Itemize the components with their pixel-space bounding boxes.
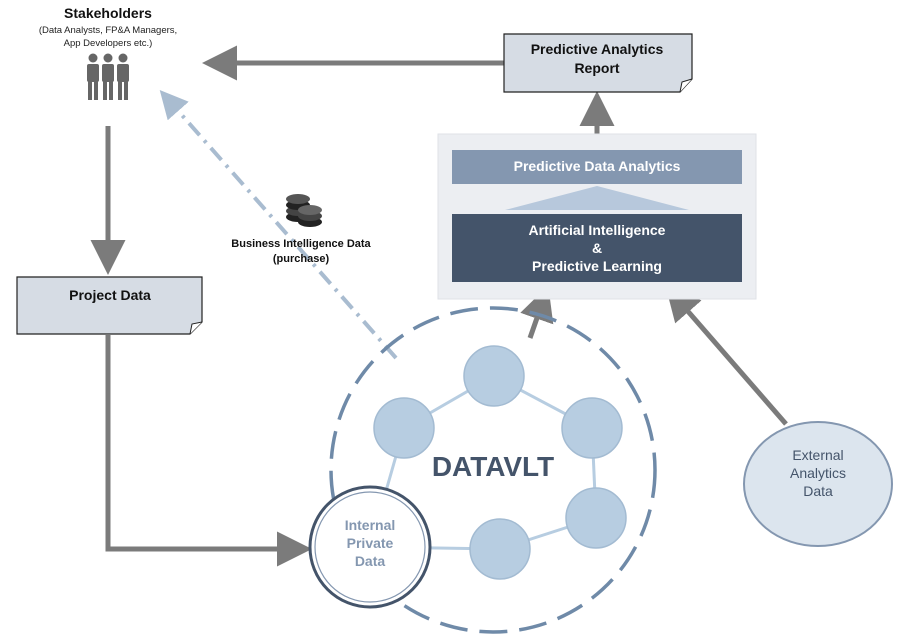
arrow-project-to-internal: [105, 335, 312, 567]
report-title-line1: Predictive Analytics: [531, 41, 664, 57]
stakeholders-subtitle-line2: App Developers etc.): [64, 38, 153, 49]
arrow-datavlt-to-ai: [520, 285, 554, 339]
internal-line1: Internal: [345, 517, 396, 533]
stakeholders-group: Stakeholders (Data Analysts, FP&A Manage…: [39, 5, 177, 100]
ai-line1: Artificial Intelligence: [529, 222, 666, 238]
bi-data-group: Business Intelligence Data (purchase): [231, 194, 372, 265]
internal-line3: Data: [355, 553, 386, 569]
external-line2: Analytics: [790, 465, 846, 481]
bi-data-line2: (purchase): [273, 253, 330, 265]
report-title-line2: Report: [574, 60, 619, 76]
predictive-data-analytics-label: Predictive Data Analytics: [514, 158, 681, 174]
project-data-box: Project Data: [16, 276, 203, 335]
stakeholders-title: Stakeholders: [64, 5, 152, 21]
external-line3: Data: [803, 483, 833, 499]
bi-data-line1: Business Intelligence Data: [231, 238, 371, 250]
data-node-1: [373, 397, 435, 459]
project-data-label: Project Data: [69, 287, 151, 303]
datavlt-dashed-ring: [329, 306, 657, 634]
external-line1: External: [792, 447, 843, 463]
people-group-icon: [87, 53, 129, 100]
datavlt-network: DATAVLT: [329, 306, 657, 634]
ai-line3: Predictive Learning: [532, 258, 662, 274]
internal-line2: Private: [347, 535, 394, 551]
external-analytics-data-node: External Analytics Data: [743, 421, 893, 547]
arrows: [90, 45, 788, 567]
data-node-2: [463, 345, 525, 407]
analytics-triangle: [505, 186, 689, 210]
arrow-external-to-ai: [665, 285, 788, 426]
stakeholders-subtitle-line1: (Data Analysts, FP&A Managers,: [39, 25, 177, 36]
arrow-bi-data-to-stakeholders: [159, 89, 398, 360]
ai-predictive-learning-box: [452, 214, 742, 282]
predictive-data-analytics-bar: [452, 150, 742, 184]
internal-private-data-node: Internal Private Data: [308, 485, 432, 609]
data-node-3: [561, 397, 623, 459]
data-node-4: [565, 487, 627, 549]
analytics-panel: Predictive Data Analytics Artificial Int…: [437, 133, 757, 300]
coins-stack-icon: [286, 194, 322, 227]
datavlt-label: DATAVLT: [432, 451, 554, 482]
data-node-5: [469, 518, 531, 580]
predictive-analytics-report-box: Predictive Analytics Report: [503, 33, 693, 93]
ai-line2: &: [592, 240, 602, 256]
